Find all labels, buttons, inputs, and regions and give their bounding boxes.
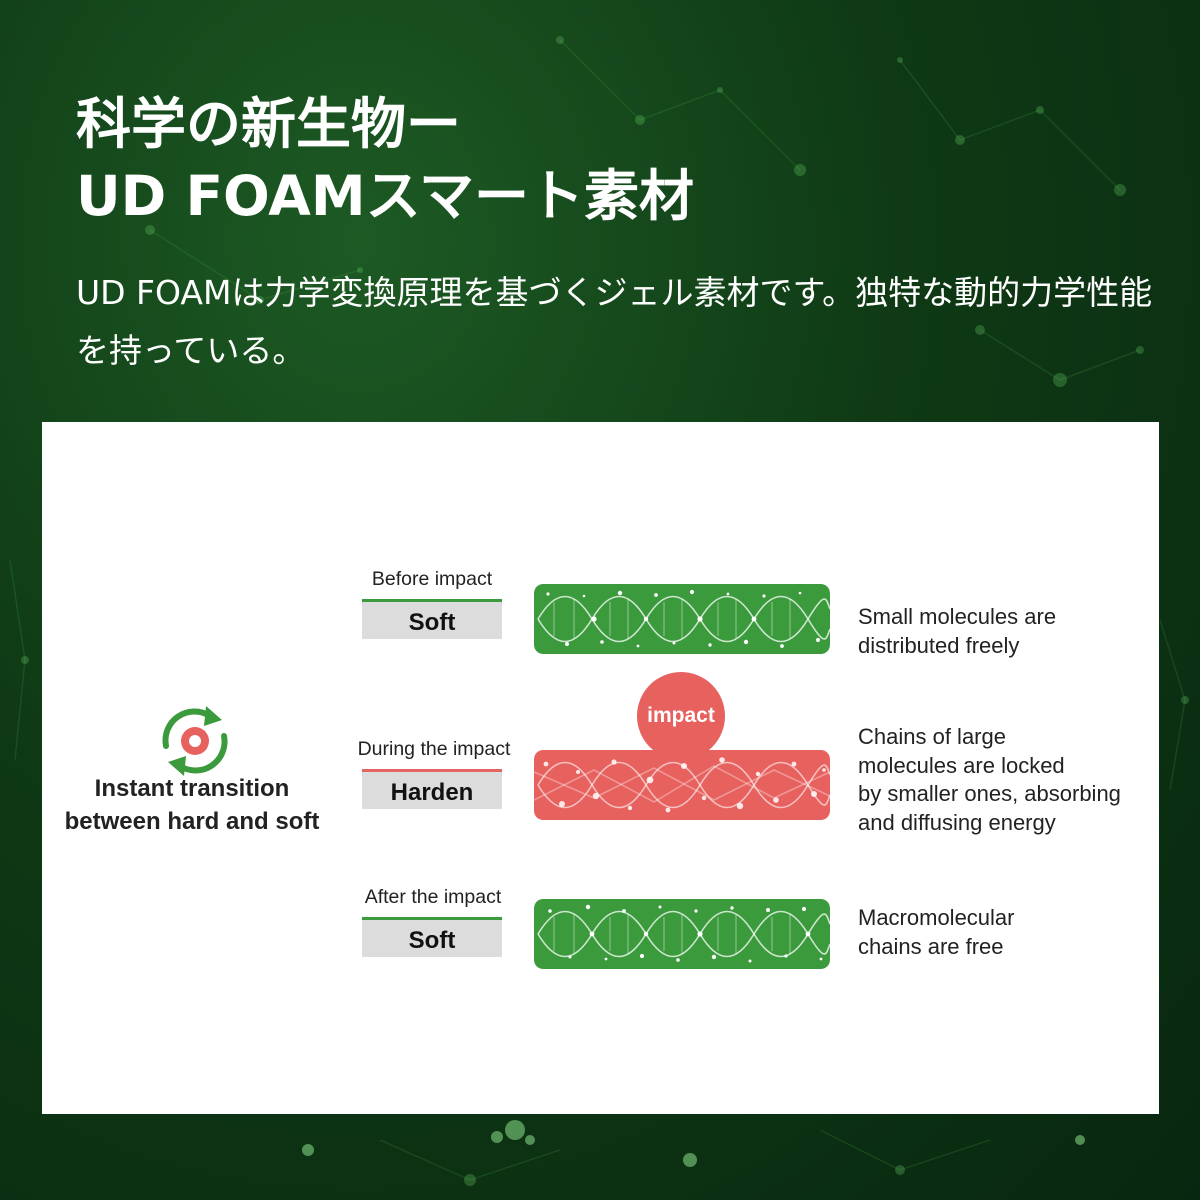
impact-badge: impact xyxy=(637,672,725,760)
transition-label: Instant transition between hard and soft xyxy=(42,772,342,838)
mechanism-diagram-panel: Instant transition between hard and soft… xyxy=(42,422,1159,1114)
state-box-soft-after: Soft xyxy=(362,917,502,957)
title-line-2: UD FOAMスマート素材 xyxy=(76,164,694,228)
phase-label-after-impact: After the impact xyxy=(364,886,502,908)
description-line: by smaller ones, absorbing xyxy=(858,781,1121,806)
product-description: UD FOAMは力学変換原理を基づくジェル素材です。独特な動的力学性能を持ってい… xyxy=(76,273,1153,370)
state-box-soft-before: Soft xyxy=(362,599,502,639)
molecule-strip-green xyxy=(534,584,830,654)
cycle-arrows-icon xyxy=(162,706,228,776)
description-during-impact: Chains of large molecules are locked by … xyxy=(858,723,1121,837)
molecule-strip-red xyxy=(534,750,830,820)
description-line: Small molecules are xyxy=(858,604,1057,629)
transition-label-line-1: Instant transition xyxy=(94,775,290,802)
description-line: chains are free xyxy=(858,933,1004,959)
description-line: Chains of large xyxy=(858,724,1006,749)
description-after-impact: Macromolecular chains are free xyxy=(858,904,1015,961)
description-before-impact: Small molecules are distributed freely xyxy=(858,603,1056,660)
phase-label-before-impact: Before impact xyxy=(371,568,493,590)
description-line: Macromolecular xyxy=(858,905,1015,930)
description-line: and diffusing energy xyxy=(858,809,1056,835)
state-box-harden: Harden xyxy=(362,769,502,809)
molecule-strip-green-after xyxy=(534,899,830,969)
page-title: 科学の新生物ー UD FOAMスマート素材 xyxy=(76,88,694,232)
description-line: molecules are locked xyxy=(858,752,1065,778)
title-line-1: 科学の新生物ー xyxy=(76,92,462,156)
transition-label-line-2: between hard and soft xyxy=(64,808,320,835)
phase-label-during-impact: During the impact xyxy=(357,738,511,760)
description-line: distributed freely xyxy=(858,632,1020,658)
